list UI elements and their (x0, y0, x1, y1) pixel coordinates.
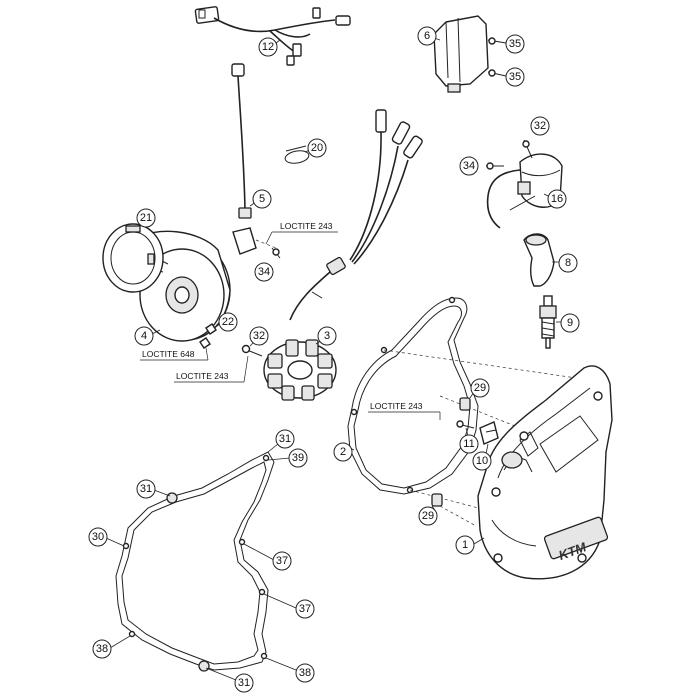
cdi-unit (433, 15, 489, 93)
callout-9: 9 (556, 313, 580, 333)
callout-12: 12 (258, 37, 281, 57)
svg-text:LOCTITE 648: LOCTITE 648 (142, 349, 195, 359)
svg-text:37: 37 (276, 555, 288, 567)
cable-bracket (479, 421, 499, 445)
svg-text:6: 6 (424, 30, 430, 42)
svg-text:32: 32 (534, 120, 546, 132)
callout-37-lower: 37 (263, 593, 315, 619)
spark-plug-connector (523, 233, 555, 287)
ignition-coil (486, 153, 563, 229)
svg-text:37: 37 (299, 603, 311, 615)
svg-text:39: 39 (292, 452, 304, 464)
callout-34-upper: 34 (459, 156, 479, 176)
loctite-note-upper: LOCTITE 243 (265, 221, 338, 245)
screw-34-upper (486, 162, 504, 170)
callout-32-upper: 32 (530, 116, 550, 136)
callout-37-upper: 37 (243, 543, 292, 571)
loctite-note-middle: LOCTITE 243 (174, 355, 249, 383)
svg-text:LOCTITE 243: LOCTITE 243 (370, 401, 423, 411)
callout-1: 1 (455, 535, 485, 555)
svg-text:31: 31 (238, 677, 250, 689)
svg-text:32: 32 (253, 330, 265, 342)
svg-text:2: 2 (340, 446, 346, 458)
loctite-note-cover: LOCTITE 243 (368, 401, 441, 420)
ignition-cover-gasket (347, 296, 479, 495)
svg-text:30: 30 (92, 531, 104, 543)
callout-30: 30 (88, 527, 125, 547)
svg-text:29: 29 (422, 510, 434, 522)
svg-text:10: 10 (476, 455, 488, 467)
dowel-pin-upper (459, 397, 471, 411)
callout-31-top: 31 (267, 429, 295, 453)
cable-tie (284, 145, 310, 164)
screw-34-lower (271, 247, 281, 259)
callout-35-upper: 35 (505, 34, 525, 54)
svg-text:12: 12 (262, 41, 274, 53)
ignition-cover: KTM (477, 365, 613, 580)
svg-text:29: 29 (474, 382, 486, 394)
callout-20: 20 (304, 138, 327, 158)
callout-16: 16 (543, 189, 567, 209)
callout-8: 8 (552, 253, 578, 273)
callout-34-lower: 34 (254, 262, 274, 282)
screw-32-upper (522, 139, 533, 159)
svg-text:1: 1 (462, 539, 468, 551)
svg-text:20: 20 (311, 142, 323, 154)
svg-text:21: 21 (140, 212, 152, 224)
svg-text:11: 11 (463, 438, 474, 450)
callout-31-left: 31 (136, 479, 171, 499)
callout-29-lower: 29 (418, 505, 438, 526)
callout-22: 22 (213, 312, 238, 332)
svg-text:35: 35 (509, 38, 521, 50)
callout-4: 4 (134, 326, 161, 346)
callout-35-lower: 35 (505, 67, 525, 87)
callout-32-lower: 32 (249, 326, 269, 347)
svg-text:31: 31 (140, 483, 152, 495)
callout-2: 2 (333, 442, 355, 462)
callout-29-upper: 29 (469, 378, 490, 399)
outer-cover-gasket (115, 451, 275, 672)
svg-text:3: 3 (324, 330, 330, 342)
svg-text:5: 5 (259, 193, 265, 205)
callout-38-left: 38 (92, 635, 131, 659)
svg-text:9: 9 (567, 317, 573, 329)
assembly-leaders (383, 349, 591, 527)
callout-39: 39 (267, 448, 308, 468)
callout-21: 21 (136, 208, 156, 228)
svg-text:LOCTITE 243: LOCTITE 243 (280, 221, 333, 231)
callout-3: 3 (315, 326, 337, 346)
pulse-generator-cable (231, 63, 277, 255)
screw-32-lower (241, 344, 263, 357)
svg-text:34: 34 (463, 160, 475, 172)
callout-10: 10 (472, 443, 492, 471)
stator (263, 339, 337, 401)
loctite-note-648: LOCTITE 648 (140, 347, 209, 361)
svg-text:4: 4 (141, 330, 147, 342)
wiring-harness (194, 6, 351, 66)
screw-11 (456, 420, 475, 429)
screw-35-upper (487, 37, 507, 45)
svg-text:8: 8 (565, 257, 571, 269)
callout-31-bottom: 31 (205, 667, 254, 693)
woodruff-key (199, 323, 217, 349)
svg-text:LOCTITE 243: LOCTITE 243 (176, 371, 229, 381)
callout-6: 6 (417, 26, 441, 46)
callout-11: 11 (459, 427, 479, 454)
callout-5: 5 (249, 189, 272, 209)
spark-plug (539, 295, 557, 349)
screw-35-lower (487, 69, 507, 77)
svg-text:35: 35 (509, 71, 521, 83)
svg-text:38: 38 (96, 643, 108, 655)
svg-text:34: 34 (258, 266, 270, 278)
svg-text:38: 38 (299, 667, 311, 679)
dowel-pin-lower (431, 493, 443, 507)
stator-cable (289, 109, 423, 321)
svg-text:22: 22 (222, 316, 234, 328)
magnet-ring (102, 223, 164, 293)
callout-38-right: 38 (265, 657, 315, 683)
svg-text:16: 16 (551, 193, 563, 205)
svg-text:31: 31 (279, 433, 291, 445)
